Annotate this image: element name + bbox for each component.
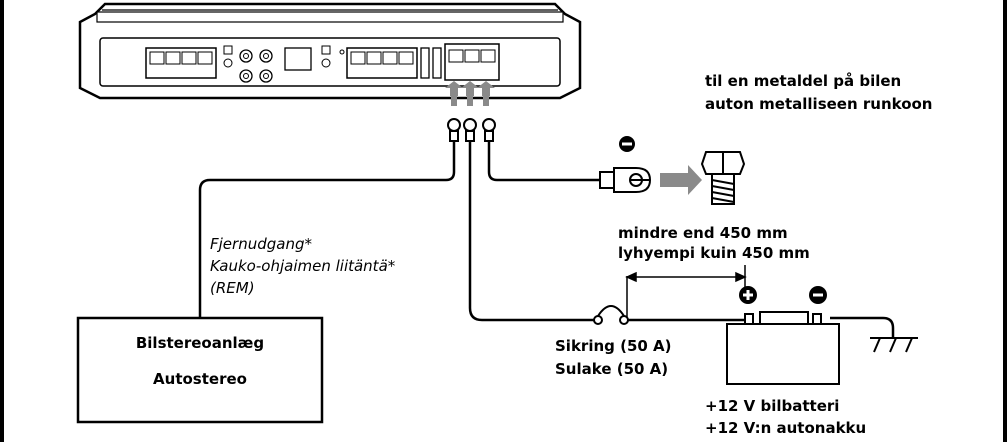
car-stereo-label-1: Bilstereoanlæg (135, 334, 265, 352)
left-border (0, 0, 4, 442)
minus-sign-ground (619, 136, 635, 152)
metal-label-1: til en metaldel på bilen (705, 72, 902, 90)
ring-terminals (447, 118, 496, 142)
battery-label-1: +12 V bilbatteri (705, 397, 840, 415)
remote-label-1: Fjernudgang* (210, 235, 312, 253)
car-stereo-box (76, 316, 324, 424)
bolt (700, 151, 746, 205)
chassis-ground-symbol (870, 337, 918, 353)
wires (198, 141, 895, 338)
amplifier-unit (78, 2, 582, 100)
plus-sign-battery (739, 286, 757, 304)
fuse-label-1: Sikring (50 A) (555, 337, 672, 355)
battery-label-2: +12 V:n autonakku (705, 419, 867, 437)
battery (726, 311, 840, 385)
bolt-arrow (660, 165, 702, 195)
metal-label-2: auton metalliseen runkoon (705, 95, 933, 113)
remote-label-3: (REM) (210, 279, 255, 297)
car-stereo-label-2: Autostereo (153, 370, 247, 388)
minus-sign-battery (809, 286, 827, 304)
distance-label-1: mindre end 450 mm (618, 224, 788, 242)
distance-label-2: lyhyempi kuin 450 mm (618, 244, 810, 262)
right-border (1003, 0, 1007, 442)
ground-lug (599, 167, 652, 193)
remote-label-2: Kauko-ohjaimen liitäntä* (210, 257, 396, 275)
fuse-label-2: Sulake (50 A) (555, 360, 669, 378)
insertion-arrows (445, 81, 495, 106)
fuse (593, 305, 629, 325)
